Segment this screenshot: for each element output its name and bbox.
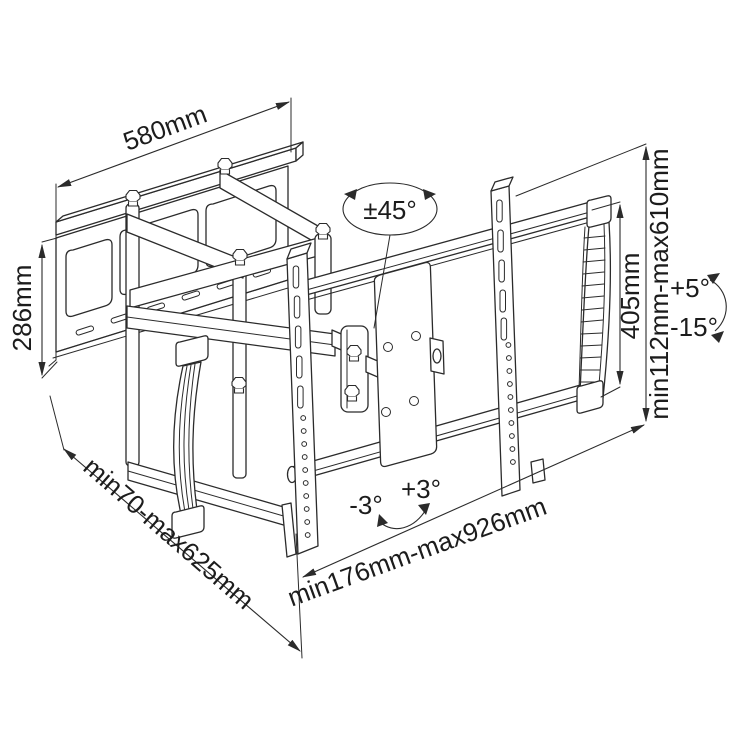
rail-slots	[496, 199, 508, 341]
dim-tilt-up: +5°	[670, 273, 710, 303]
dim-level-left: -3°	[349, 490, 383, 520]
left-end-cap	[171, 335, 209, 539]
ladder-rungs	[578, 223, 606, 397]
articulating-arms	[125, 157, 336, 357]
pivot-knuckle	[331, 325, 381, 413]
height-adjust-columns	[125, 203, 247, 479]
vesa-plate	[373, 261, 445, 468]
dim-wall-plate-height: 286mm	[7, 265, 37, 352]
right-end-cap	[576, 195, 612, 414]
dim-swivel-range: ±45°	[363, 195, 417, 225]
dim-mount-height-range: min112mm-max610mm	[644, 148, 674, 419]
dim-rail-width-range: min176mm-max926mm	[283, 491, 550, 613]
dim-level-right: +3°	[401, 474, 441, 504]
dim-tilt-down: -15°	[670, 312, 718, 342]
rail-slots	[292, 265, 304, 409]
dim-rail-height: 405mm	[615, 253, 645, 340]
